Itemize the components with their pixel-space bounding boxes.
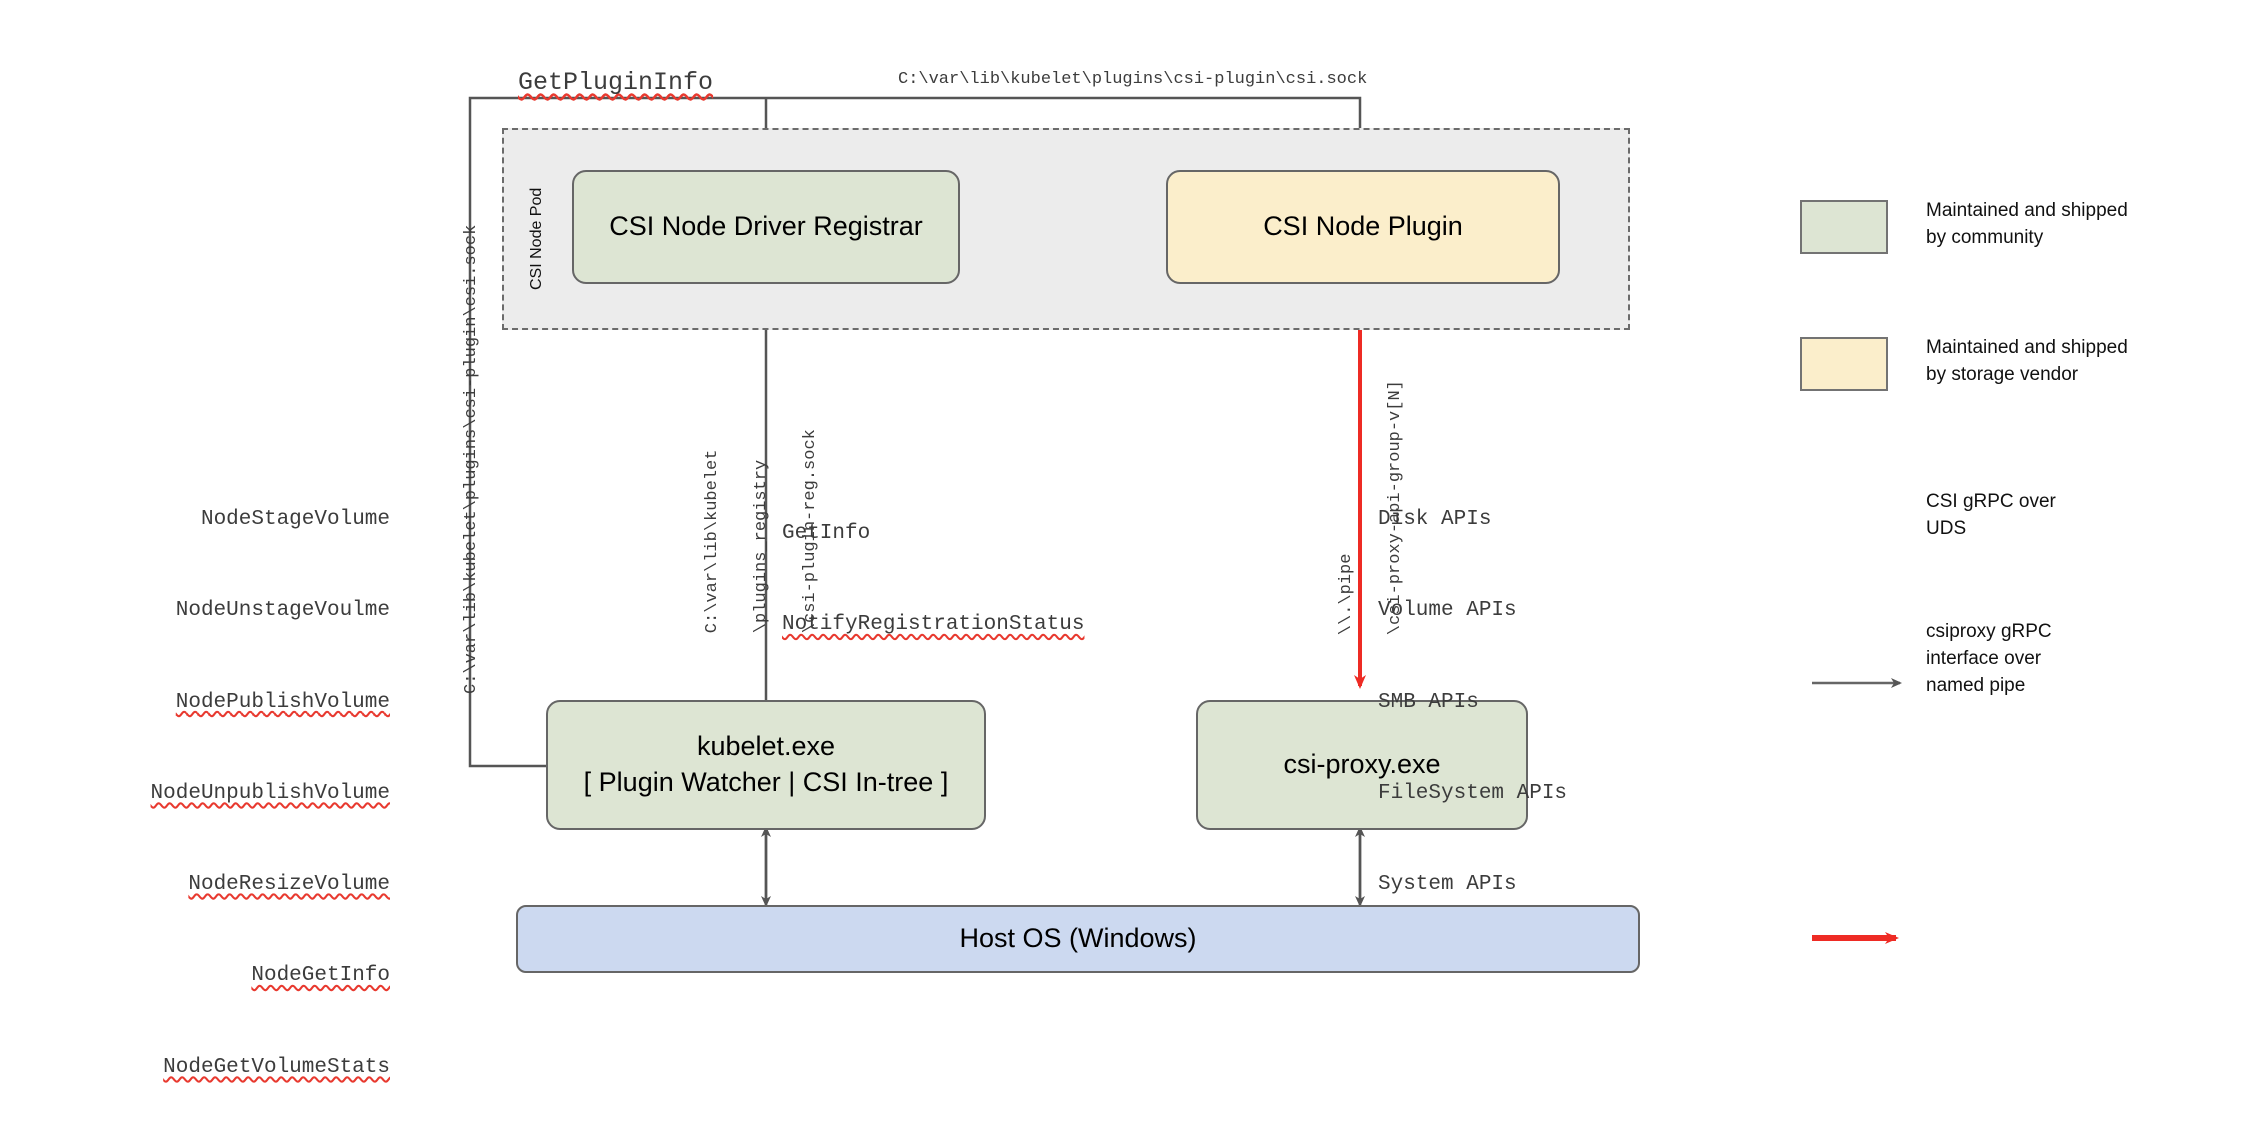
csi-node-pod-label: CSI Node Pod [528,187,545,290]
label-csi-sock-path-vertical: C:\var\lib\kubelet\plugins\csi-plugin\cs… [462,224,481,694]
csi-node-api-item: NodeUnstageVoulme [175,599,390,623]
csi-node-api-item: NodeGetVolumeStats [163,1055,390,1079]
node-kubelet-exe-line2: [ Plugin Watcher | CSI In-tree ] [583,767,949,797]
node-csi-proxy-exe-label: csi-proxy.exe [1283,749,1441,780]
label-csi-sock-path-top: C:\var\lib\kubelet\plugins\csi-plugin\cs… [898,70,1368,89]
named-pipe-line-1: \\.\pipe [1336,553,1356,636]
csi-proxy-api-item: Volume APIs [1378,599,1517,623]
registry-sock-line-2: \plugins_registry [751,459,771,634]
node-csi-node-plugin-label: CSI Node Plugin [1263,211,1463,242]
csi-node-api-item: NodeResizeVolume [188,873,390,897]
node-csi-node-driver-registrar-label: CSI Node Driver Registrar [609,211,923,242]
csi-node-api-item: NodeStageVolume [200,507,390,531]
csi-proxy-api-list: Disk APIs Volume APIs SMB APIs FileSyste… [1378,444,1567,961]
node-kubelet-exe[interactable]: kubelet.exe [ Plugin Watcher | CSI In-tr… [546,700,986,830]
node-csi-proxy-exe[interactable]: csi-proxy.exe [1196,700,1528,830]
node-kubelet-exe-line1: kubelet.exe [696,731,836,762]
node-csi-node-plugin[interactable]: CSI Node Plugin [1166,170,1560,284]
legend-label-csi-grpc-uds: CSI gRPC over UDS [1926,491,2056,539]
csi-node-api-item: NodeUnpublishVolume [150,781,390,805]
label-registration-calls: GetInfo NotifyRegistrationStatus [782,458,1084,702]
csi-proxy-api-item: Disk APIs [1378,507,1492,531]
node-host-os[interactable]: Host OS (Windows) [516,905,1640,973]
csi-proxy-api-item: System APIs [1378,873,1517,897]
label-getplugininfo: GetPluginInfo [518,68,714,97]
legend-swatch-storage-vendor [1800,337,1888,391]
node-host-os-label: Host OS (Windows) [959,923,1197,954]
csi-proxy-api-item: FileSystem APIs [1378,781,1568,805]
csi-node-api-item: NodeGetInfo [251,964,390,988]
node-csi-node-driver-registrar[interactable]: CSI Node Driver Registrar [572,170,960,284]
registration-call-notifyregistrationstatus: NotifyRegistrationStatus [782,613,1085,637]
registry-sock-line-1: C:\var\lib\kubelet [702,449,722,634]
csi-node-api-list: NodeStageVolume NodeUnstageVoulme NodePu… [100,444,390,1144]
csi-proxy-api-item: SMB APIs [1378,690,1479,714]
registration-call-getinfo: GetInfo [782,521,871,545]
diagram-canvas: CSI Node Pod CSI Node Driver Registrar C… [151,68,2128,1079]
csi-node-api-item: NodePublishVolume [175,690,390,714]
node-kubelet-exe-label: kubelet.exe [ Plugin Watcher | CSI In-tr… [584,729,949,800]
legend-label-storage-vendor: Maintained and shipped by storage vendor [1926,337,2128,385]
legend-label-community: Maintained and shipped by community [1926,200,2128,248]
legend-swatch-community [1800,200,1888,254]
legend-label-csiproxy-grpc: csiproxy gRPC interface over named pipe [1926,621,2052,696]
